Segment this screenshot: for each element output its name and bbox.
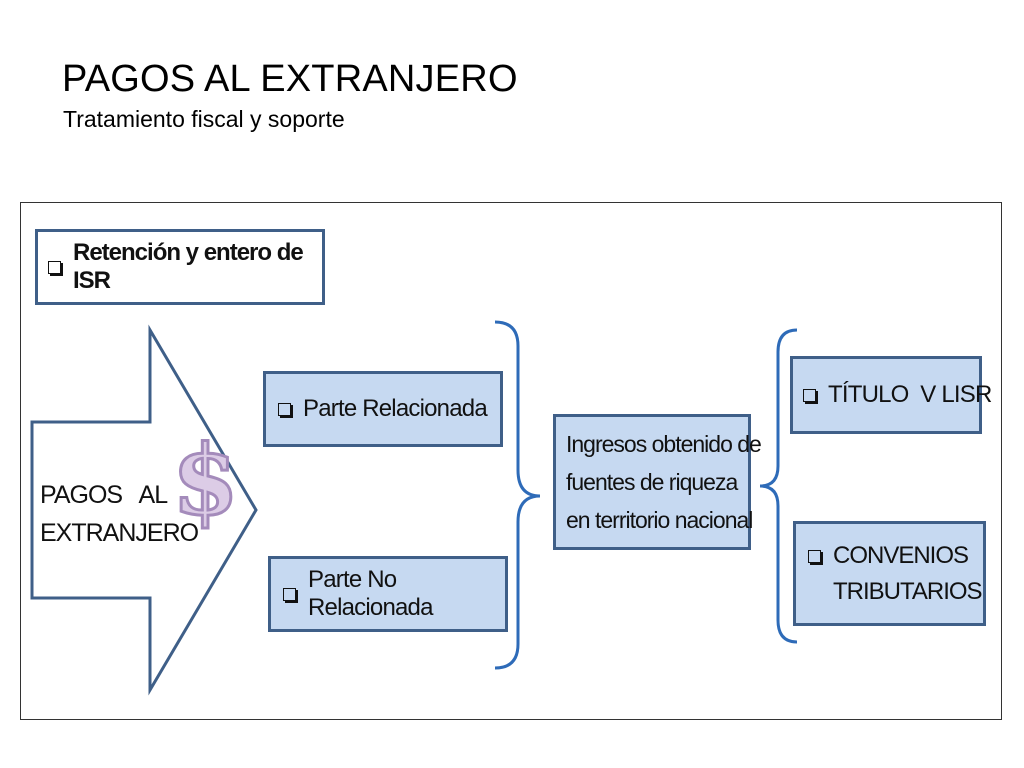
titulo-v-lisr-box: TÍTULO V LISR: [790, 356, 992, 434]
retencion-isr-box: Retención y entero de ISR: [35, 229, 325, 305]
big-arrow-shape: [30, 324, 258, 696]
checkbox-bullet-icon: [808, 550, 821, 563]
titulo-v-lisr-label: TÍTULO V LISR: [828, 381, 992, 408]
checkbox-bullet-icon: [283, 587, 296, 601]
dollar-sign-icon: $: [171, 424, 241, 537]
slide-title: PAGOS AL EXTRANJERO: [62, 58, 518, 100]
ingresos-line-3: en territorio nacional: [566, 507, 753, 533]
ingresos-box: Ingresos obtenido de fuentes de riqueza …: [553, 414, 762, 550]
parte-relacionada-label: Parte Relacionada: [303, 395, 488, 422]
slide-subtitle: Tratamiento fiscal y soporte: [63, 106, 345, 132]
parte-relacionada-box: Parte Relacionada: [263, 371, 503, 447]
convenios-tributarios-box: CONVENIOS TRIBUTARIOS: [793, 521, 986, 626]
arrow-label-line2: EXTRANJERO: [40, 519, 199, 547]
arrow-label-line1: PAGOS AL: [40, 481, 168, 509]
checkbox-bullet-icon: [803, 388, 816, 402]
arrow-label: PAGOS AL EXTRANJERO: [40, 476, 199, 552]
checkbox-bullet-icon: [48, 260, 61, 274]
bracket-left-group: [494, 320, 541, 670]
checkbox-bullet-icon: [278, 402, 291, 416]
ingresos-line-1: Ingresos obtenido de: [566, 431, 762, 457]
convenios-line-1: CONVENIOS: [833, 541, 969, 569]
bracket-right-group: [759, 328, 798, 644]
diagram-frame: [20, 202, 1002, 720]
parte-no-relacionada-box: Parte No Relacionada: [268, 556, 508, 632]
parte-no-relacionada-label: Parte No Relacionada: [308, 566, 433, 621]
convenios-label: CONVENIOS TRIBUTARIOS: [833, 538, 983, 610]
convenios-line-2: TRIBUTARIOS: [833, 577, 983, 605]
retencion-isr-label: Retención y entero de ISR: [73, 239, 304, 294]
ingresos-line-2: fuentes de riqueza: [566, 469, 738, 495]
